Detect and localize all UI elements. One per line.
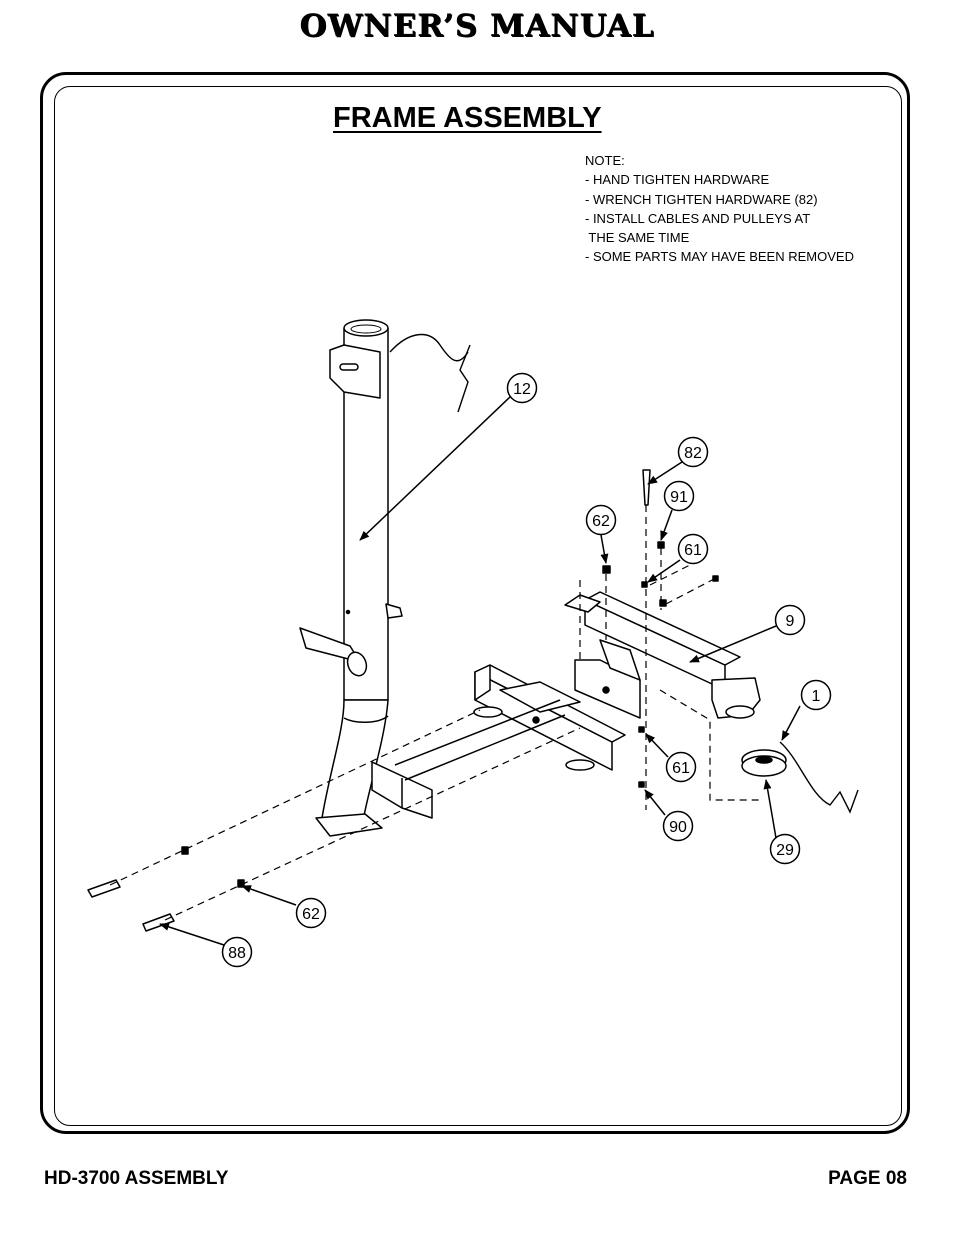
callout-label: 91 — [670, 489, 688, 506]
callout-label: 12 — [513, 381, 531, 398]
callout-12: 12 — [506, 372, 538, 404]
callout-label: 82 — [684, 445, 702, 462]
outer-page-border — [40, 72, 910, 1134]
callout-label: 29 — [776, 842, 794, 859]
callout-62: 62 — [585, 504, 617, 536]
note-line: NOTE: — [585, 153, 625, 168]
callout-label: 61 — [684, 542, 702, 559]
callout-label: 1 — [812, 688, 821, 705]
note-line: - HAND TIGHTEN HARDWARE — [585, 172, 770, 188]
manual-header-title: OWNER’S MANUAL — [299, 8, 655, 44]
footer-model-label: HD-3700 ASSEMBLY — [44, 1168, 229, 1189]
assembly-dashed-lines — [109, 505, 760, 921]
callout-82: 82 — [677, 436, 709, 468]
note-line: - WRENCH TIGHTEN HARDWARE (82) — [585, 191, 818, 207]
footer-page-number: PAGE 08 — [828, 1168, 907, 1189]
note-line: - SOME PARTS MAY HAVE BEEN REMOVED — [585, 249, 854, 265]
callout-9: 9 — [774, 604, 806, 636]
section-title: FRAME ASSEMBLY — [333, 102, 602, 134]
callout-91: 91 — [663, 480, 695, 512]
callout-61: 61 — [677, 533, 709, 565]
assembly-notes: NOTE: - HAND TIGHTEN HARDWARE - WRENCH T… — [585, 151, 854, 267]
callout-label: 62 — [592, 513, 610, 530]
callout-88: 88 — [221, 936, 253, 968]
note-line: THE SAME TIME — [585, 230, 690, 246]
cable-lines — [389, 333, 859, 814]
callout-label: 88 — [228, 945, 246, 962]
note-line: - INSTALL CABLES AND PULLEYS AT — [585, 210, 811, 226]
callout-1: 1 — [800, 679, 832, 711]
base-frame-part — [394, 664, 626, 781]
callout-label: 90 — [669, 819, 687, 836]
callout-label: 9 — [786, 613, 795, 630]
callout-label: 62 — [302, 906, 320, 923]
callout-90: 90 — [662, 810, 694, 842]
callout-61-lower: 61 — [665, 751, 697, 783]
upper-bracket-part — [564, 591, 761, 719]
callout-62-lower: 62 — [295, 897, 327, 929]
inner-page-border — [54, 86, 902, 1126]
callout-29: 29 — [769, 833, 801, 865]
callout-label: 61 — [672, 760, 690, 777]
upright-tube-part — [299, 319, 433, 837]
leader-arrows — [159, 396, 801, 946]
pulley-part — [741, 749, 787, 777]
